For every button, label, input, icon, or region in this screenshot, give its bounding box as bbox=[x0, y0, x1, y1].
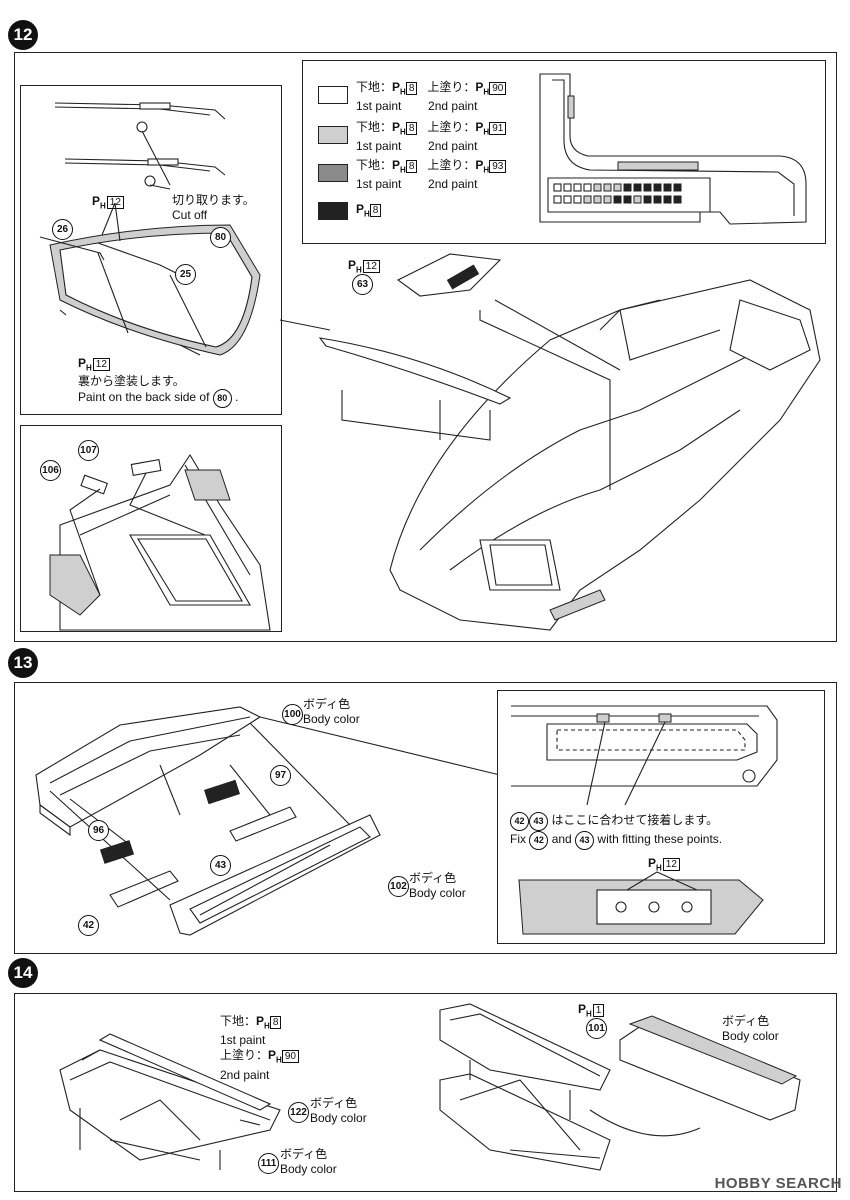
wiper-cut-diagram bbox=[39, 102, 261, 356]
part-100-callout: 100 bbox=[282, 704, 303, 725]
part-111-callout: 111 bbox=[258, 1153, 279, 1174]
back-side-note: 裏から塗装します。 Paint on the back side of 80 . bbox=[78, 374, 238, 408]
dashboard-paint-diagram bbox=[539, 73, 807, 225]
step-13-badge: 13 bbox=[8, 648, 38, 678]
part-26-callout: 26 bbox=[52, 219, 73, 240]
dash-vent-grid bbox=[446, 264, 480, 290]
part-106-callout: 106 bbox=[40, 460, 61, 481]
part-96-callout: 96 bbox=[88, 820, 109, 841]
rear-wing-diagram bbox=[35, 706, 501, 936]
front-spoiler-diagram bbox=[59, 1033, 281, 1170]
part-25-callout: 25 bbox=[175, 264, 196, 285]
step-12-badge: 12 bbox=[8, 20, 38, 50]
part-43-callout: 43 bbox=[210, 855, 231, 876]
part-42-callout: 42 bbox=[78, 915, 99, 936]
rear-diffuser-diagram bbox=[439, 1003, 801, 1171]
paint-swatch-light-gray bbox=[318, 126, 348, 144]
part-122-callout: 122 bbox=[288, 1102, 309, 1123]
paint-swatch-white bbox=[318, 86, 348, 104]
part-107-callout: 107 bbox=[78, 440, 99, 461]
cut-off-label: 切り取ります。Cut off bbox=[172, 193, 255, 222]
paint-swatch-mid-gray bbox=[318, 164, 348, 182]
part-63-callout: 63 bbox=[352, 274, 373, 295]
part-102-callout: 102 bbox=[388, 876, 409, 897]
watermark: HOBBY SEARCH bbox=[714, 1175, 842, 1192]
car-body-diagram bbox=[279, 253, 821, 631]
part-97-callout: 97 bbox=[270, 765, 291, 786]
step-14-badge: 14 bbox=[8, 958, 38, 988]
dashboard-gauge-grid bbox=[553, 95, 699, 204]
fit-points-diagram bbox=[511, 705, 778, 935]
part-101-callout: 101 bbox=[586, 1018, 607, 1039]
front-vent-diagram bbox=[49, 453, 271, 631]
part-80-callout: 80 bbox=[210, 227, 231, 248]
paint-swatch-black bbox=[318, 202, 348, 220]
